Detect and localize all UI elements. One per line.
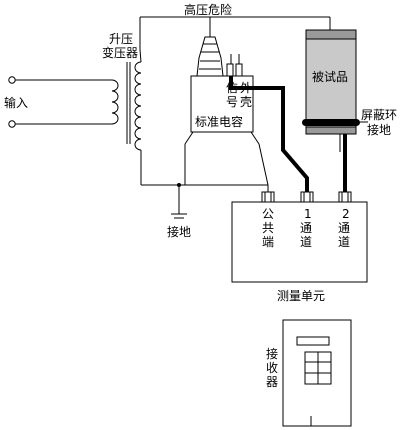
receiver-char-2: 收 (266, 361, 278, 375)
common-terminal-char-1: 公 (262, 207, 274, 221)
shield-ring-label-line1: 屏蔽环 (361, 108, 397, 122)
channel2-char-2: 通 (338, 221, 350, 235)
transformer-coil-icon (111, 61, 142, 151)
shell-char-2: 壳 (240, 95, 252, 109)
open-circle-terminal-icon (8, 76, 16, 84)
ground-label: 接地 (167, 224, 191, 239)
transformer-label-line2: 变压器 (102, 45, 138, 60)
signal-lead-cable (229, 76, 309, 192)
standard-capacitor (184, 17, 260, 145)
input-terminals (8, 76, 112, 128)
channel2-char-3: 道 (338, 235, 350, 249)
open-circle-terminal-icon (8, 120, 16, 128)
test-object-label: 被试品 (312, 69, 348, 84)
input-label: 输入 (4, 95, 28, 110)
ground-bus (141, 143, 269, 214)
ground-icon (171, 213, 187, 219)
standard-capacitor-label: 标准电容 (195, 114, 243, 129)
high-voltage-bus (139, 16, 331, 50)
signal-char-2: 号 (226, 95, 238, 109)
measurement-unit-label: 测量单元 (277, 289, 325, 303)
measurement-unit (231, 191, 368, 283)
receiver-char-1: 接 (266, 346, 278, 361)
channel2-char-1: 2 (342, 207, 350, 221)
transformer-label-line1: 升压 (109, 32, 133, 46)
channel1-char-3: 道 (300, 235, 312, 249)
channel1-char-1: 1 (304, 207, 312, 221)
test-object (305, 29, 357, 135)
receiver-char-3: 器 (266, 375, 278, 389)
keypad-icon (304, 351, 332, 385)
high-voltage-warning: 高压危险 (184, 2, 232, 17)
shield-ring-label-line2: 接地 (367, 122, 391, 137)
shield-ring (302, 119, 368, 126)
common-terminal-char-2: 共 (262, 221, 274, 235)
display-icon (296, 336, 330, 346)
common-terminal-char-3: 端 (262, 235, 274, 249)
channel1-char-2: 通 (300, 221, 312, 235)
receiver (282, 319, 352, 427)
